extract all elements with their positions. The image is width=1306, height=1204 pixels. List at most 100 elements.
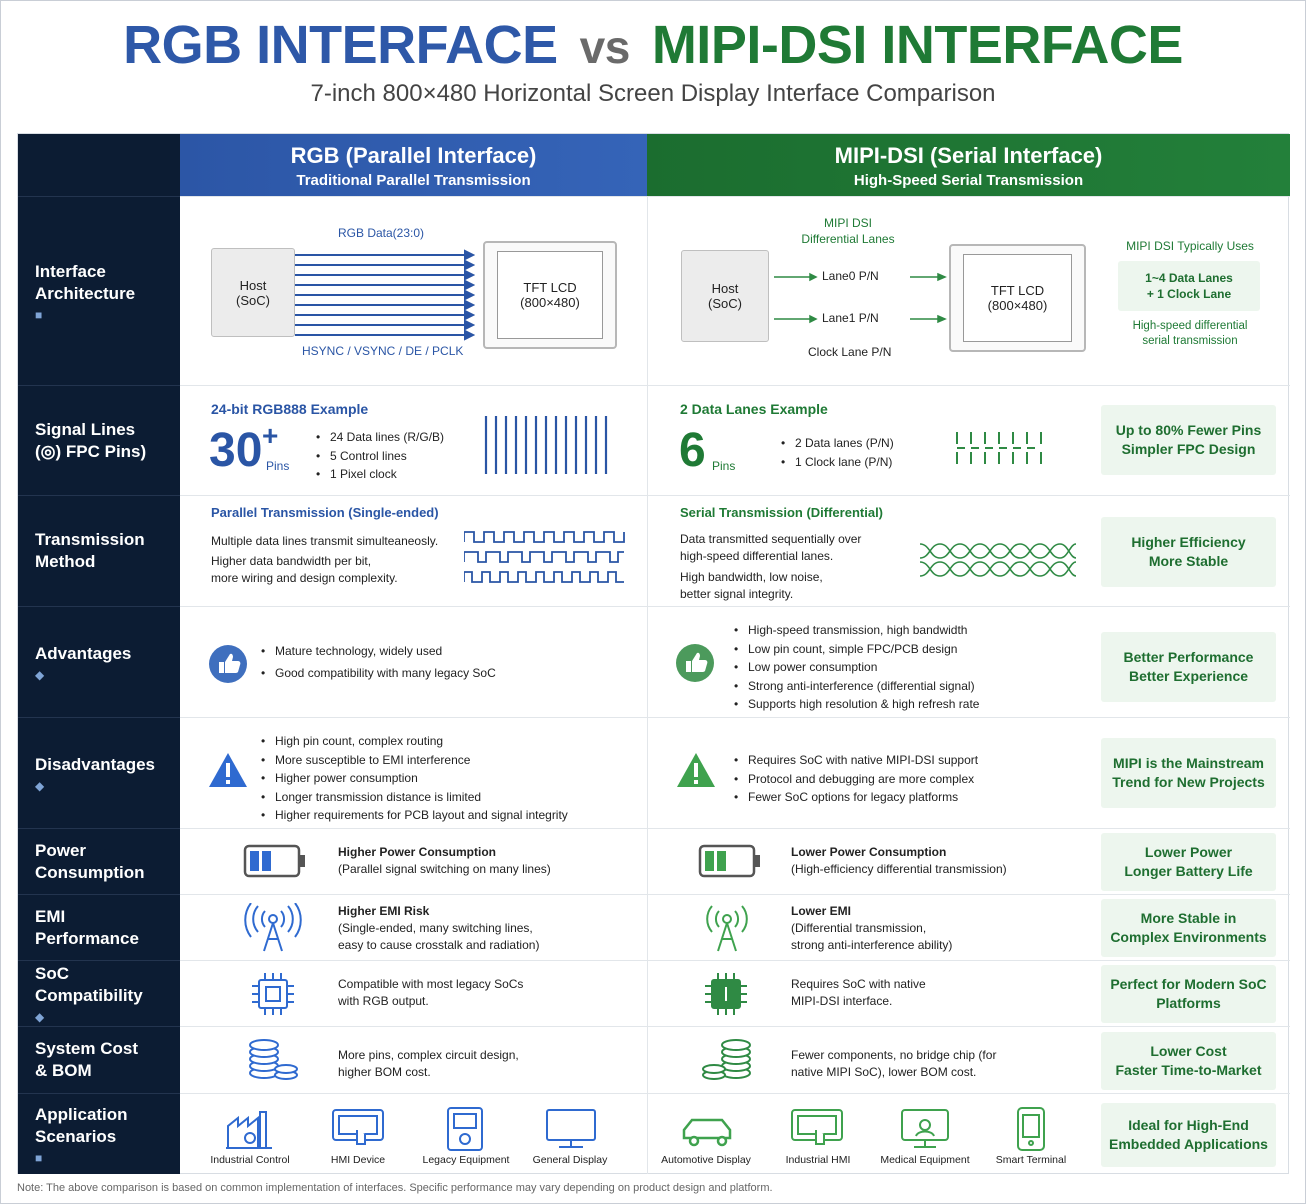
mipi-transmission-box-l2: More Stable <box>1148 553 1229 569</box>
mipi-advantages-box: Better Performance Better Experience <box>1101 632 1276 702</box>
rgb-transmission-desc: Multiple data lines transmit simulteaneo… <box>211 533 438 587</box>
mipi-cost-l2: native MIPI SoC), lower BOM cost. <box>791 1065 977 1079</box>
title-vs: vs <box>579 21 631 73</box>
mipi-transmission-line: better signal integrity. <box>680 587 794 601</box>
rgb-transmission-line: Higher data bandwidth per bit, <box>211 554 372 568</box>
mipi-power-text: Lower Power Consumption (High-efficiency… <box>791 844 1007 878</box>
rgb-emi-desc-l1: (Single-ended, many switching lines, <box>338 921 533 935</box>
rgb-cost-l2: higher BOM cost. <box>338 1065 431 1079</box>
mipi-warning-icon <box>677 753 715 787</box>
soc-label-icon: ◆ <box>35 1010 45 1024</box>
mipi-power-box: Lower Power Longer Battery Life <box>1101 833 1276 891</box>
rgb-power-desc: (Parallel signal switching on many lines… <box>338 862 551 876</box>
mipi-cost-text: Fewer components, no bridge chip (for na… <box>791 1047 996 1081</box>
rgb-disadvantages-list: High pin count, complex routing More sus… <box>261 732 568 825</box>
mipi-differential-waves <box>920 543 1077 577</box>
mipi-power-box-l2: Longer Battery Life <box>1124 863 1253 879</box>
mipi-host-l2: (SoC) <box>708 296 742 311</box>
mipi-cost-box: Lower Cost Faster Time-to-Market <box>1101 1032 1276 1090</box>
list-item: 1 Clock lane (P/N) <box>781 453 894 472</box>
mipi-host-l1: Host <box>711 281 739 296</box>
automotive-display-icon <box>682 1118 732 1147</box>
rgb-pin-count: 30 <box>209 424 263 477</box>
rgb-control-label: HSYNC / VSYNC / DE / PCLK <box>302 344 464 358</box>
rgb-advantages-cell: Mature technology, widely used Good comp… <box>180 606 647 717</box>
rgb-architecture-cell: RGB Data(23:0) Host (SoC) TFT LCD (800×4… <box>180 196 647 385</box>
disadvantages-icon: ◆ <box>35 778 45 793</box>
mipi-soc-box-l2: Platforms <box>1156 995 1221 1011</box>
architecture-icon: ■ <box>35 307 43 322</box>
rgb-battery-icon <box>243 844 305 878</box>
mipi-pin-unit: Pins <box>712 459 736 473</box>
mipi-uses-title: MIPI DSI Typically Uses <box>1126 239 1254 253</box>
mipi-scenarios-box-l2: Embedded Applications <box>1109 1136 1268 1152</box>
row-label-advantages: Advantages ◆ <box>18 606 180 717</box>
list-item: Low power consumption <box>734 658 979 677</box>
mipi-lcd-frame: TFT LCD (800×480) <box>949 244 1086 352</box>
row-label-architecture-l2: Architecture <box>35 283 136 303</box>
mipi-signal-title: 2 Data Lanes Example <box>680 401 828 417</box>
mipi-disadvantages-box-l1: MIPI is the Mainstream <box>1113 755 1264 771</box>
mipi-uses-desc-l2: serial transmission <box>1142 335 1238 347</box>
mipi-soc-box: Perfect for Modern SoC Platforms <box>1101 965 1276 1023</box>
scenario-label: HMI Device <box>330 1154 386 1166</box>
header-corner <box>18 134 180 196</box>
scenario-label: Medical Equipment <box>880 1154 970 1166</box>
rgb-pins-graphic <box>484 416 608 474</box>
rgb-signal-title: 24-bit RGB888 Example <box>211 401 369 417</box>
mipi-column-title: MIPI-DSI (Serial Interface) <box>834 143 1103 168</box>
rgb-antenna-icon <box>244 903 302 952</box>
scenario-label: Automotive Display <box>661 1154 751 1166</box>
rgb-data-label: RGB Data(23:0) <box>338 226 425 240</box>
rgb-pin-unit: Pins <box>266 459 290 473</box>
mipi-transmission-box-l1: Higher Efficiency <box>1131 534 1246 550</box>
mipi-signal-box-l2: Simpler FPC Design <box>1121 441 1256 457</box>
mipi-soc-text: Requires SoC with native MIPI-DSI interf… <box>791 976 926 1010</box>
rgb-column-header: RGB (Parallel Interface) Traditional Par… <box>180 134 647 196</box>
list-item: Protocol and debugging are more complex <box>734 770 978 789</box>
medical-equipment-icon <box>901 1109 949 1148</box>
mipi-soc-l1: Requires SoC with native <box>791 977 926 991</box>
rgb-column-subtitle: Traditional Parallel Transmission <box>296 172 531 189</box>
row-label-signal: Signal Lines (◎) FPC Pins) <box>18 385 180 495</box>
rgb-warning-icon <box>209 753 247 787</box>
mipi-transmission-line: high-speed differential lanes. <box>680 549 834 563</box>
mipi-architecture-cell: MIPI DSI Differential Lanes Host (SoC) L… <box>647 196 1290 385</box>
row-label-transmission-l2: Method <box>35 552 96 571</box>
row-label-transmission: Transmission Method <box>18 495 180 606</box>
mipi-power-cell: Lower Power Consumption (High-efficiency… <box>647 828 1290 894</box>
mipi-cost-box-l1: Lower Cost <box>1150 1043 1227 1059</box>
mipi-host-box: Host (SoC) <box>681 250 769 342</box>
mipi-emi-box-l1: More Stable in <box>1140 910 1237 926</box>
row-label-power-l1: Power <box>35 840 87 860</box>
mipi-cost-box-l2: Faster Time-to-Market <box>1115 1062 1262 1078</box>
mipi-lanes-title-l1: MIPI DSI <box>823 216 872 230</box>
row-label-scenarios-l2: Scenarios <box>35 1126 117 1146</box>
mipi-power-title: Lower Power Consumption <box>791 845 947 859</box>
mipi-disadvantages-list: Requires SoC with native MIPI-DSI suppor… <box>734 751 978 807</box>
list-item: Higher requirements for PCB layout and s… <box>261 806 568 825</box>
mipi-transmission-cell: Serial Transmission (Differential) Data … <box>647 495 1290 606</box>
list-item: Fewer SoC options for legacy platforms <box>734 788 978 807</box>
rgb-lcd-l2: (800×480) <box>520 295 580 310</box>
title-rgb: RGB INTERFACE <box>123 15 558 75</box>
mipi-uses-desc-l1: High-speed differential <box>1132 320 1248 332</box>
rgb-power-text: Higher Power Consumption (Parallel signa… <box>338 844 551 878</box>
list-item: High-speed transmission, high bandwidth <box>734 621 979 640</box>
mipi-lanes-box: 1~4 Data Lanes + 1 Clock Lane <box>1118 261 1260 311</box>
mipi-advantages-list: High-speed transmission, high bandwidth … <box>734 621 979 714</box>
row-label-scenarios: Application Scenarios ■ <box>18 1093 180 1174</box>
mipi-emi-box-l2: Complex Environments <box>1110 929 1267 945</box>
mipi-emi-cell: Lower EMI (Differential transmission, st… <box>647 894 1290 960</box>
general-display-icon <box>546 1109 596 1148</box>
mipi-chip-icon <box>705 973 747 1015</box>
footnote: Note: The above comparison is based on c… <box>17 1182 773 1194</box>
mipi-emi-title: Lower EMI <box>791 904 852 918</box>
row-label-disadvantages-text: Disadvantages <box>35 754 155 774</box>
row-label-power-l2: Consumption <box>35 862 145 882</box>
comparison-table: RGB (Parallel Interface) Traditional Par… <box>17 133 1290 1174</box>
mipi-advantages-cell: High-speed transmission, high bandwidth … <box>647 606 1290 717</box>
row-label-signal-l2-wrap: (◎) FPC Pins) <box>35 441 180 463</box>
mipi-lane-arrows <box>774 272 947 324</box>
